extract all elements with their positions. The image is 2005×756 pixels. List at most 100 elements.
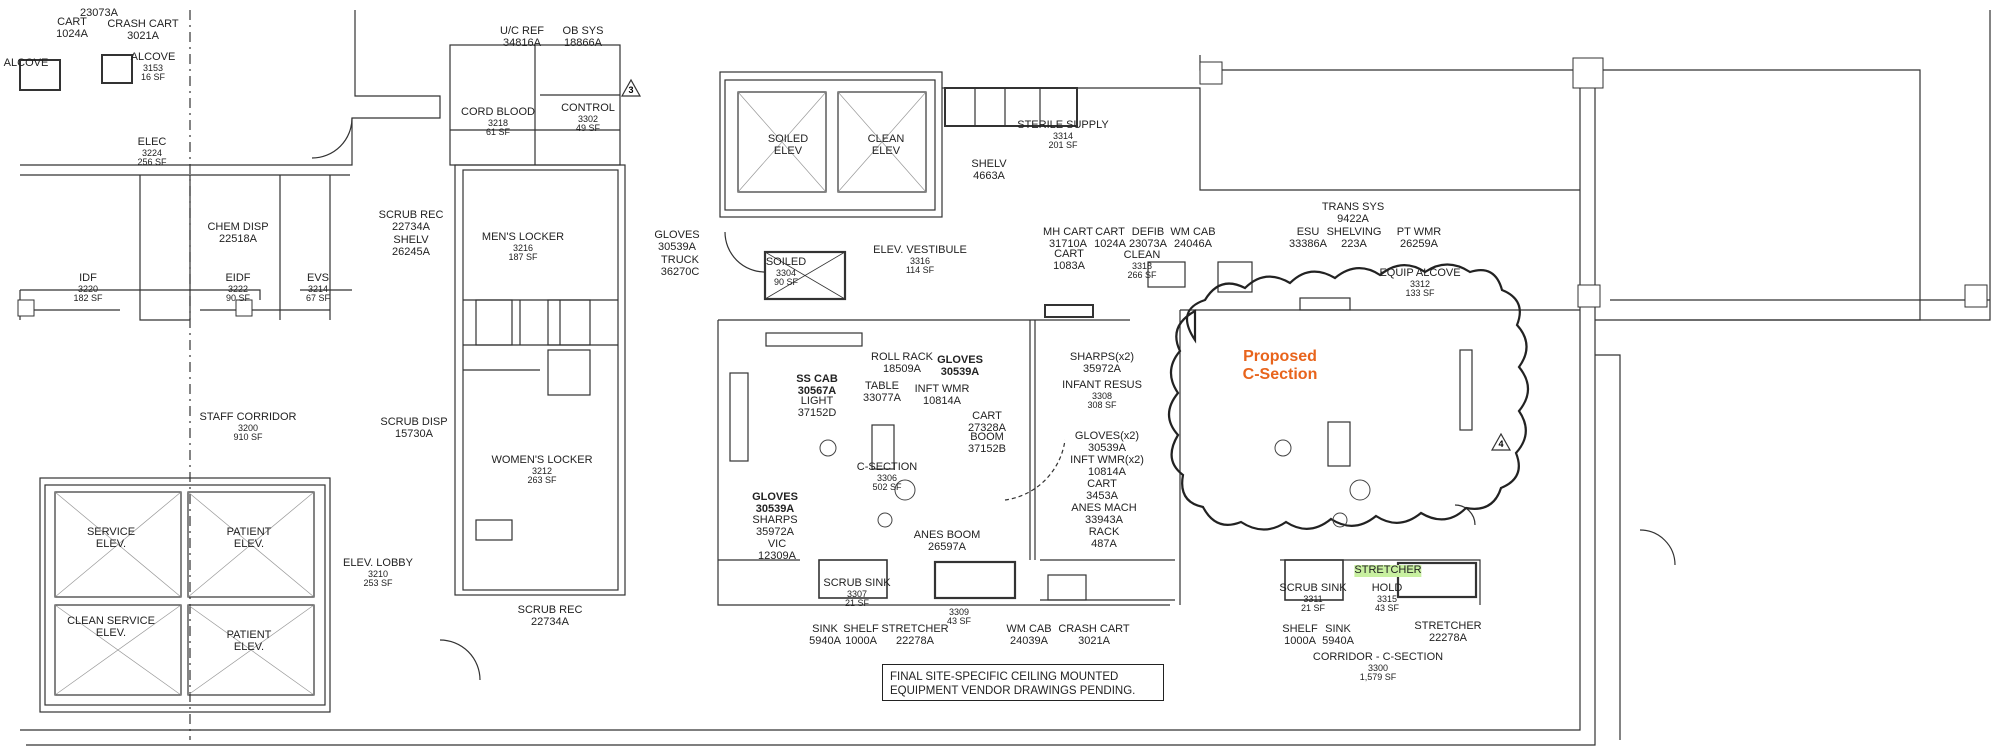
room-area: 67 SF <box>305 292 331 303</box>
room-name: MEN'S LOCKER <box>481 231 565 243</box>
room-number: 3311 <box>1303 593 1323 604</box>
room-number: 3300 <box>1367 662 1389 673</box>
proposed-line2: C-Section <box>1242 366 1318 384</box>
vendor-note: FINAL SITE-SPECIFIC CEILING MOUNTED EQUI… <box>882 664 1164 701</box>
equipment-tag-line: 18866A <box>564 36 602 49</box>
equipment-tag-line: 30539A <box>755 502 795 515</box>
equipment-tag-line: 5940A <box>1322 634 1354 647</box>
room-area: 21 SF <box>1300 602 1325 613</box>
equipment-tag-line: 487A <box>1091 537 1117 550</box>
equipment-tag-line: 35972A <box>756 525 794 538</box>
equipment-tag-line: 223A <box>1341 237 1367 250</box>
room-number: 3314 <box>1052 130 1074 141</box>
equipment-tag-line: 3453A <box>1086 489 1118 502</box>
equipment-tag-line: 18509A <box>883 362 921 375</box>
room-name: CLEAN <box>1123 249 1161 261</box>
proposed-cloud <box>1167 263 1530 531</box>
room-number: 3304 <box>775 267 797 278</box>
equipment-tag-line: DEFIB <box>1131 226 1165 238</box>
equipment-tag-line: 12309A <box>758 549 796 562</box>
equipment-tag-line: BOOM <box>970 431 1004 443</box>
equipment-tag-line: STRETCHER <box>1414 620 1482 632</box>
equipment-tag-line: 1024A <box>56 27 88 40</box>
room-number: 3220 <box>77 283 99 294</box>
proposed-line1: Proposed <box>1243 348 1317 365</box>
equipment-tag-line: U/C REF <box>500 25 544 37</box>
room-number: 3308 <box>1091 390 1113 401</box>
equipment-tag-line: 36270C <box>660 265 700 278</box>
equipment-tag-line: SHARPS <box>752 514 798 526</box>
equipment-tag-line: SHELV <box>971 158 1007 170</box>
equipment-tag-line: 10814A <box>923 394 961 407</box>
elevator-name: ELEV. <box>233 537 265 550</box>
equipment-tag-line: 10814A <box>1088 465 1126 478</box>
elevator-name: ELEV <box>773 144 803 157</box>
equipment-tag-line: CART <box>57 16 87 28</box>
equipment-tag-line: 33386A <box>1289 237 1327 250</box>
equipment-tag-line: 33943A <box>1085 513 1123 526</box>
equipment-tag-line: 9422A <box>1337 212 1369 225</box>
room-area: 133 SF <box>1405 287 1435 298</box>
equipment-tag-line: 30539A <box>658 240 696 253</box>
equipment-tag-line: INFT WMR <box>914 383 970 395</box>
equipment-tag-line: 1000A <box>845 634 877 647</box>
equipment-tag-line: 26245A <box>392 245 430 258</box>
room-area: 201 SF <box>1048 139 1078 150</box>
room-number: 3222 <box>227 283 249 294</box>
equipment-tag-line: TABLE <box>864 380 900 392</box>
equipment-tag-line: CHEM DISP <box>207 221 269 233</box>
room-number: 3214 <box>307 283 329 294</box>
room-area: 256 SF <box>137 156 167 167</box>
equipment-tag-line: ESU <box>1296 226 1320 238</box>
equipment-tag-line: 37152B <box>968 442 1006 455</box>
room-name: CONTROL <box>561 102 615 114</box>
equipment-tag-line: ANES BOOM <box>913 529 981 541</box>
equipment-tag-line: GLOVES <box>752 491 798 503</box>
equipment-tag-line: CART <box>972 410 1002 422</box>
elevator-name: ELEV. <box>233 640 265 653</box>
equipment-tag-line: 30567A <box>797 384 837 397</box>
equipment-tag-line: 23073A <box>1129 237 1167 250</box>
equipment-tag-line: WM CAB <box>1006 623 1052 635</box>
room-area: 114 SF <box>905 264 935 275</box>
room-name: EVS <box>306 272 330 284</box>
room-area: 910 SF <box>233 431 263 442</box>
equipment-tag-line: CART <box>1087 478 1117 490</box>
room-area: 49 SF <box>575 122 600 133</box>
room-number: 3200 <box>237 422 259 433</box>
room-name: HOLD <box>1371 582 1403 594</box>
